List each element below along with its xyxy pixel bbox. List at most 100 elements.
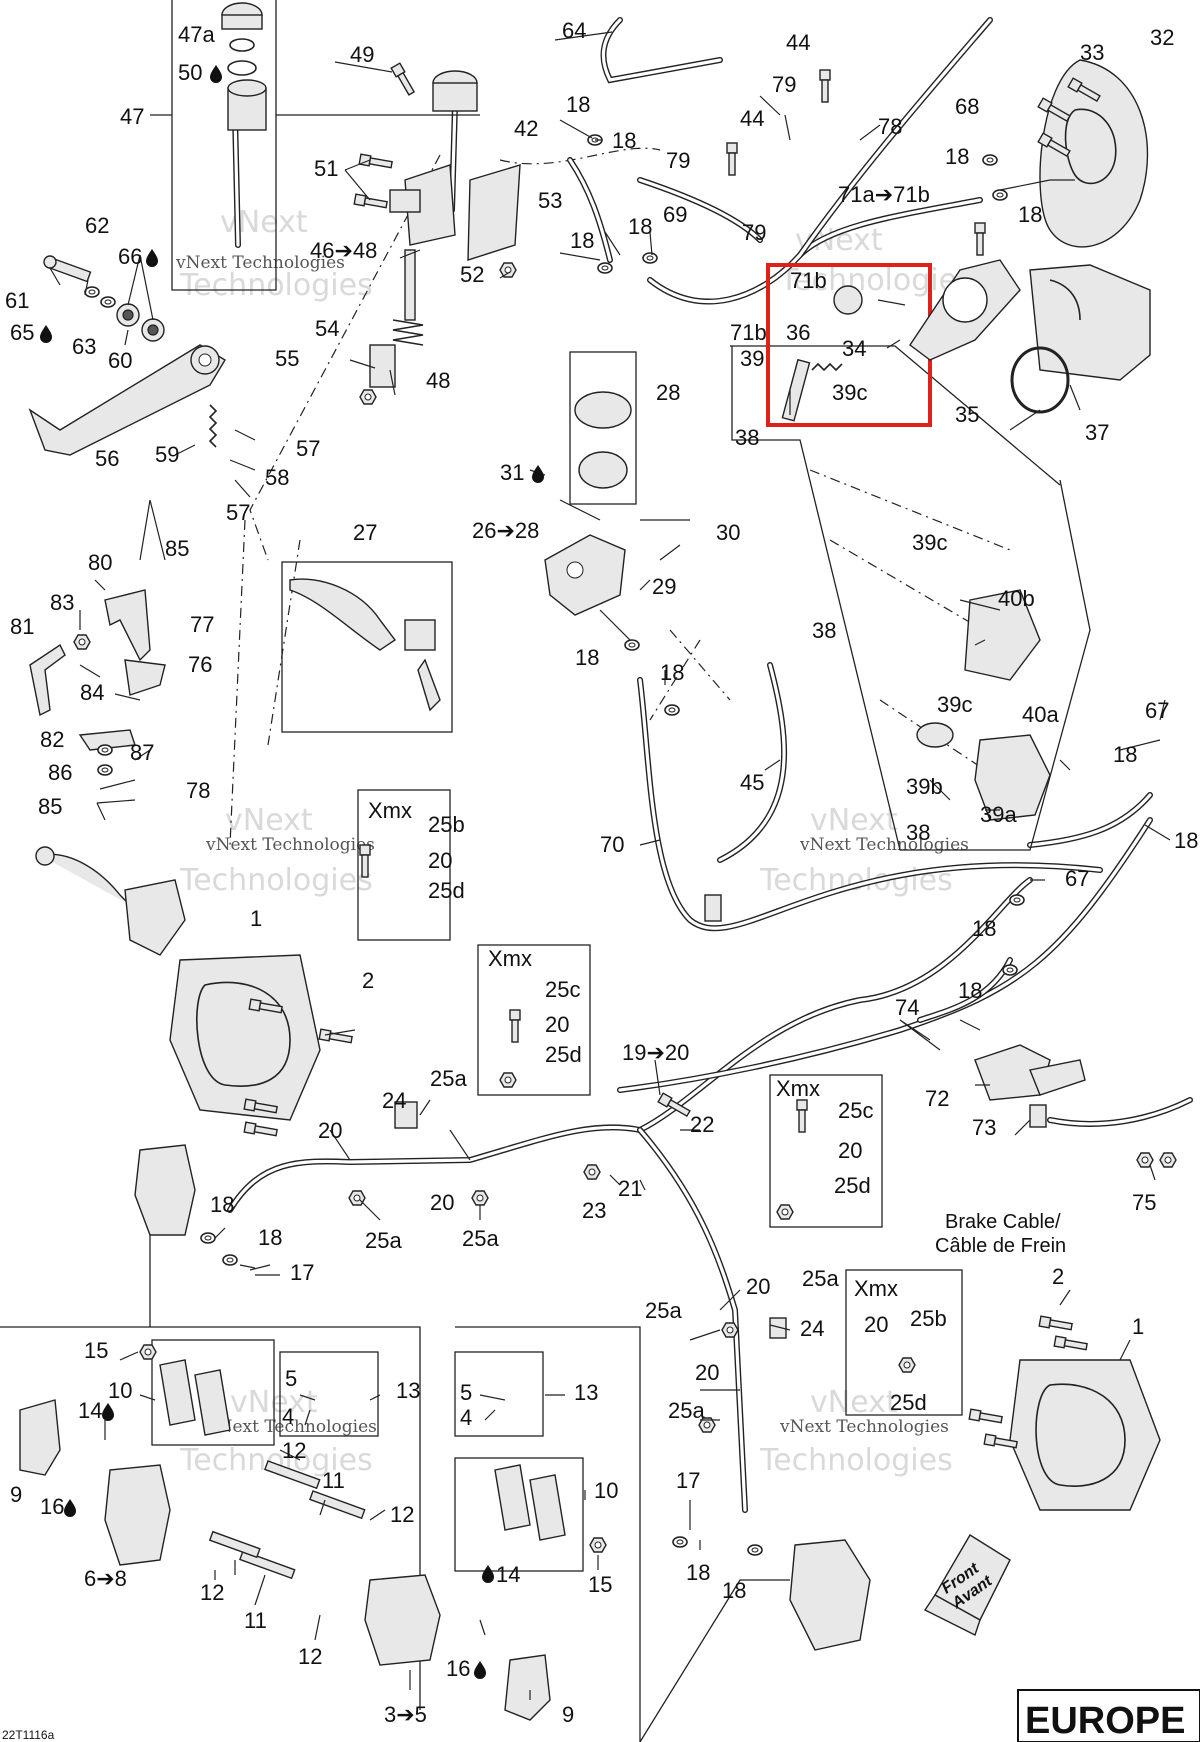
brake-lines: [227, 17, 1193, 1513]
callout-79: 79: [772, 72, 796, 97]
callout-21: 21: [618, 1176, 642, 1201]
callout-15: 15: [588, 1572, 612, 1597]
callout-85: 85: [165, 536, 189, 561]
callout-18: 18: [612, 128, 636, 153]
callout-39c: 39c: [912, 530, 947, 555]
callout-22: 22: [690, 1112, 714, 1137]
callout-67: 67: [1145, 698, 1169, 723]
callout-54: 54: [315, 316, 339, 341]
region-label: EUROPE: [1025, 1700, 1185, 1742]
watermark-technologies: Technologies: [759, 1443, 953, 1478]
callout-1: 1: [250, 906, 262, 931]
callout-9: 9: [10, 1482, 22, 1507]
watermark-technologies: Technologies: [759, 863, 953, 898]
callout-61: 61: [5, 288, 29, 313]
callout-28: 28: [656, 380, 680, 405]
callout-18: 18: [1113, 742, 1137, 767]
callout-39a: 39a: [980, 802, 1017, 827]
callout-57: 57: [226, 500, 250, 525]
parts: [19, 2, 1177, 1721]
callout-12: 12: [390, 1502, 414, 1527]
watermark-vnext: vNext: [225, 803, 313, 838]
callout-79: 79: [742, 220, 766, 245]
callout-20: 20: [430, 1190, 454, 1215]
callout-19: 19➔20: [622, 1040, 689, 1065]
callout-5: 5: [285, 1366, 297, 1391]
callout-63: 63: [72, 334, 96, 359]
callout-79: 79: [666, 148, 690, 173]
callout-66: 66: [118, 244, 142, 269]
callout-20: 20: [864, 1312, 888, 1337]
callout-53: 53: [538, 188, 562, 213]
callout-18: 18: [1174, 828, 1198, 853]
callout-25a: 25a: [645, 1298, 682, 1323]
callout-55: 55: [275, 346, 299, 371]
callout-36: 36: [786, 320, 810, 345]
callout-85: 85: [38, 794, 62, 819]
callout-18: 18: [945, 144, 969, 169]
callout-25d: 25d: [428, 878, 465, 903]
region-box: [1017, 1689, 1200, 1742]
callout-62: 62: [85, 213, 109, 238]
xmx-label: Xmx: [776, 1076, 820, 1101]
callout-18: 18: [958, 978, 982, 1003]
callout-29: 29: [652, 574, 676, 599]
callout-47a: 47a: [178, 22, 215, 47]
callout-20: 20: [318, 1118, 342, 1143]
callout-32: 32: [1150, 25, 1174, 50]
callout-12: 12: [298, 1644, 322, 1669]
callout-4: 4: [460, 1405, 472, 1430]
callout-78: 78: [878, 114, 902, 139]
grouping-outlines: [229, 147, 1031, 846]
callout-67: 67: [1065, 866, 1089, 891]
watermark-technologies: Technologies: [779, 263, 973, 298]
callout-71b: 71b: [730, 320, 767, 345]
callout-72: 72: [925, 1086, 949, 1111]
callout-73: 73: [972, 1115, 996, 1140]
callout-74: 74: [895, 995, 919, 1020]
callout-17: 17: [290, 1260, 314, 1285]
leader-lines: [49, 31, 1171, 1700]
callout-25a: 25a: [802, 1266, 839, 1291]
xmx-label: Xmx: [854, 1276, 898, 1301]
callout-50: 50: [178, 60, 202, 85]
callout-51: 51: [314, 156, 338, 181]
callout-48: 48: [426, 368, 450, 393]
callout-25a: 25a: [430, 1066, 467, 1091]
xmx-label: Xmx: [368, 798, 412, 823]
callout-38: 38: [906, 820, 930, 845]
callout-20: 20: [746, 1274, 770, 1299]
callout-37: 37: [1085, 420, 1109, 445]
watermark-vnext: vNext: [810, 1385, 898, 1420]
callout-57: 57: [296, 436, 320, 461]
callout-25a: 25a: [462, 1226, 499, 1251]
callout-76: 76: [188, 652, 212, 677]
callout-13: 13: [574, 1380, 598, 1405]
callout-75: 75: [1132, 1190, 1156, 1215]
callout-18: 18: [258, 1225, 282, 1250]
callout-27: 27: [353, 520, 377, 545]
watermark-vnext: vNext: [220, 205, 308, 240]
callout-77: 77: [190, 612, 214, 637]
callout-84: 84: [80, 680, 104, 705]
watermarks: vNext Technologies vNext Technologies vN…: [175, 205, 973, 1478]
callout-45: 45: [740, 770, 764, 795]
callout-83: 83: [50, 590, 74, 615]
callout-25b: 25b: [428, 812, 465, 837]
callout-18: 18: [686, 1560, 710, 1585]
callout-87: 87: [130, 740, 154, 765]
callout-9: 9: [562, 1702, 574, 1727]
watermark-small: vNext Technologies: [779, 1417, 949, 1437]
callout-34: 34: [842, 336, 866, 361]
callout-25a: 25a: [668, 1398, 705, 1423]
xmx-label: Xmx: [488, 946, 532, 971]
callout-5: 5: [460, 1380, 472, 1405]
diagram-code: 22T1116a: [2, 1728, 55, 1742]
callout-49: 49: [350, 42, 374, 67]
callout-64: 64: [562, 18, 586, 43]
callout-18: 18: [660, 660, 684, 685]
callout-39b: 39b: [906, 774, 943, 799]
callout-25c: 25c: [838, 1098, 873, 1123]
callout-71b: 71b: [790, 268, 827, 293]
callout-38: 38: [812, 618, 836, 643]
